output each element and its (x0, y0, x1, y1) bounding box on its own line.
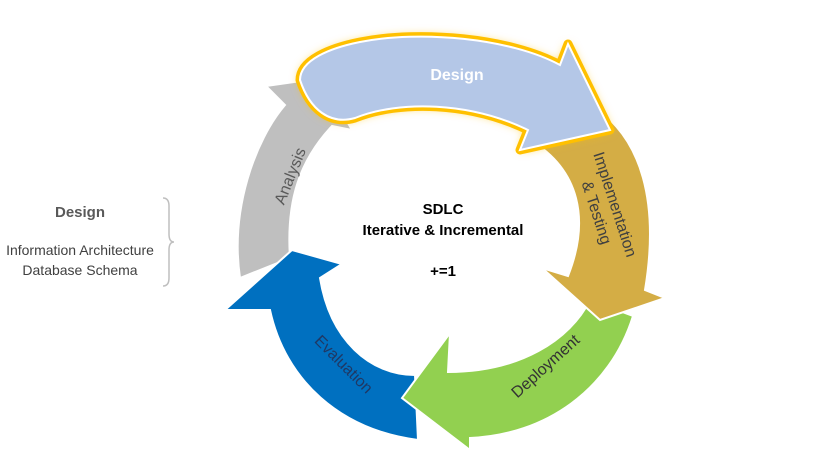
deployment-arrow (400, 298, 635, 453)
design-details-item: Information Architecture (6, 242, 154, 258)
design-details-item: Database Schema (22, 262, 138, 278)
center-title: SDLC (423, 201, 464, 218)
evaluation-arrow (222, 248, 420, 442)
curly-brace-icon (162, 197, 175, 287)
implementation-arrow (527, 108, 668, 322)
design-label: Design (430, 67, 483, 84)
design-details-list: Information Architecture Database Schema (0, 240, 164, 280)
center-subtitle: Iterative & Incremental (363, 222, 524, 239)
design-details-title: Design (54, 204, 105, 221)
design-arrow (298, 35, 612, 152)
design-details-panel: Design Information Architecture Database… (0, 196, 176, 288)
center-note: +=1 (430, 263, 456, 280)
